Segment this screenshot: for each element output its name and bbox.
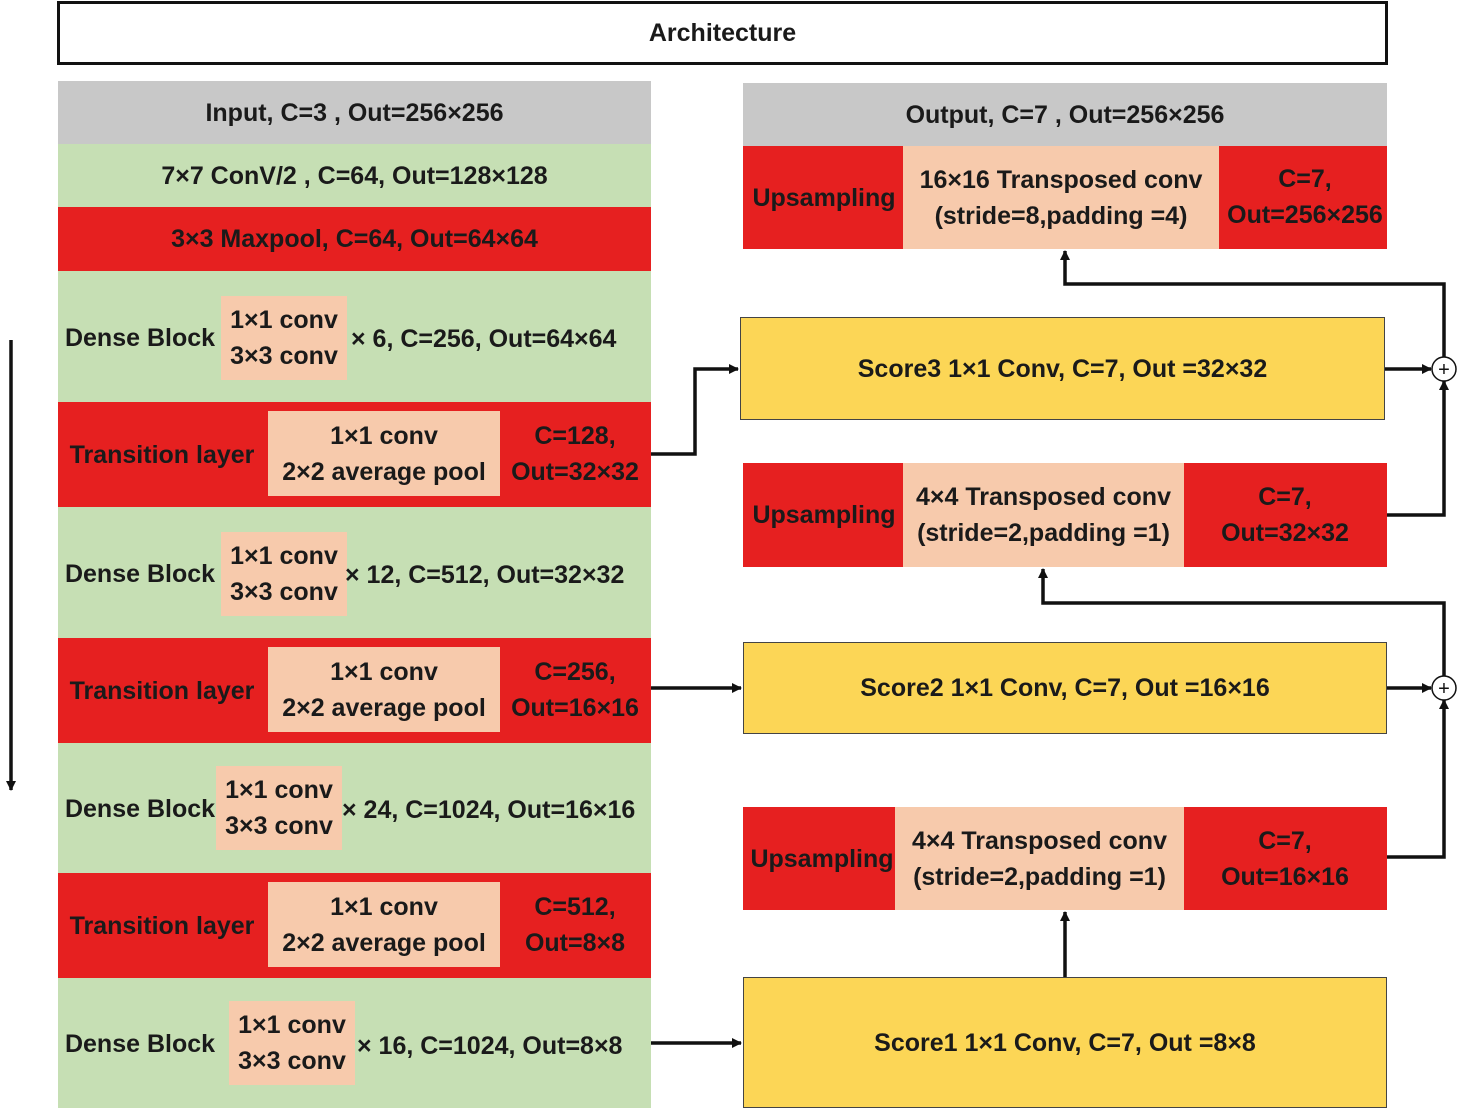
upsampling-spec: C=7, Out=256×256 (1220, 161, 1390, 233)
conv1-label: 1×1 conv (238, 1011, 346, 1039)
upsampling-channels: C=7, (1258, 483, 1312, 511)
dense-block-conv-box: 1×1 conv 3×3 conv (216, 766, 342, 850)
transition-spec: C=256, Out=16×16 (502, 654, 648, 726)
transition-channels: C=512, (534, 893, 616, 921)
dense-block-1 (58, 271, 651, 402)
upsampling-channels: C=7, (1258, 827, 1312, 855)
dense-block-3 (58, 743, 651, 873)
conv1-label: 1×1 conv (330, 657, 438, 686)
upsampling-lower-to-sum-arrow (1387, 699, 1449, 859)
transition-layer-label: Transition layer (69, 677, 255, 705)
score1-block: Score1 1×1 Conv, C=7, Out =8×8 (743, 977, 1387, 1108)
upsampling-spec: C=7, Out=16×16 (1192, 823, 1378, 895)
transposed-conv-op: 4×4 Transposed conv (912, 826, 1167, 855)
conv1-label: 1×1 conv (330, 892, 438, 921)
transposed-conv-params: (stride=2,padding =1) (917, 519, 1170, 547)
transition-spec: C=512, Out=8×8 (502, 889, 648, 961)
score2-block: Score2 1×1 Conv, C=7, Out =16×16 (743, 642, 1387, 734)
conv1-label: 1×1 conv (230, 542, 338, 570)
dense-block-spec: × 16, C=1024, Out=8×8 (357, 1032, 623, 1060)
sum3-to-upsampling-arrow (1060, 250, 1446, 357)
transition-channels: C=128, (534, 422, 616, 450)
upsampling-label: Upsampling (752, 184, 896, 212)
conv-layer: 7×7 ConV/2 , C=64, Out=128×128 (58, 144, 651, 207)
transition-layer-label: Transition layer (69, 912, 255, 940)
dense-block-2 (58, 507, 651, 638)
sum-node-upper: + (1431, 356, 1457, 382)
transition-output: Out=32×32 (511, 458, 639, 486)
dense-block-spec: × 24, C=1024, Out=16×16 (342, 796, 636, 824)
conv3-label: 3×3 conv (225, 812, 333, 840)
transposed-conv-box: 4×4 Transposed conv (stride=2,padding =1… (903, 463, 1184, 567)
output-layer: Output, C=7 , Out=256×256 (743, 83, 1387, 146)
architecture-title: Architecture (57, 1, 1388, 65)
sum2-to-upsampling-arrow (1038, 568, 1446, 676)
upsampling-label: Upsampling (750, 845, 894, 873)
transition-output: Out=8×8 (524, 929, 626, 957)
avgpool-label: 2×2 average pool (282, 928, 486, 957)
transition-channels: C=256, (534, 658, 616, 686)
conv1-label: 1×1 conv (225, 776, 333, 804)
score3-block: Score3 1×1 Conv, C=7, Out =32×32 (740, 317, 1385, 420)
conv1-label: 1×1 conv (330, 421, 438, 450)
conv3-label: 3×3 conv (230, 342, 338, 370)
transition-op-box: 1×1 conv 2×2 average pool (268, 882, 500, 967)
dense-block-label: Dense Block (64, 1030, 216, 1058)
dense-block-conv-box: 1×1 conv 3×3 conv (221, 532, 347, 616)
input-layer: Input, C=3 , Out=256×256 (58, 81, 651, 144)
sum-node-lower: + (1431, 675, 1457, 701)
trans1-to-score3-arrow (651, 364, 739, 456)
maxpool-layer: 3×3 Maxpool, C=64, Out=64×64 (58, 207, 651, 271)
transition-layer-label: Transition layer (69, 441, 255, 469)
avgpool-label: 2×2 average pool (282, 457, 486, 486)
transition-op-box: 1×1 conv 2×2 average pool (268, 647, 500, 732)
plus-icon: + (1438, 678, 1450, 700)
upsampling-output: Out=256×256 (1227, 201, 1383, 229)
transposed-conv-params: (stride=8,padding =4) (934, 201, 1188, 230)
dense-block-label: Dense Block (64, 795, 216, 823)
dense-block-conv-box: 1×1 conv 3×3 conv (221, 296, 347, 380)
transition-op-box: 1×1 conv 2×2 average pool (268, 411, 500, 496)
transposed-conv-box: 4×4 Transposed conv (stride=2,padding =1… (895, 807, 1184, 910)
transition-spec: C=128, Out=32×32 (502, 418, 648, 490)
upsampling-spec: C=7, Out=32×32 (1192, 479, 1378, 551)
dense-block-spec: × 6, C=256, Out=64×64 (351, 325, 617, 353)
transposed-conv-box: 16×16 Transposed conv (stride=8,padding … (903, 146, 1219, 249)
dense-block-spec: × 12, C=512, Out=32×32 (345, 561, 625, 589)
upsampling-middle-to-sum-arrow (1387, 380, 1449, 517)
conv3-label: 3×3 conv (238, 1047, 346, 1075)
dense-block-label: Dense Block (64, 560, 216, 588)
avgpool-label: 2×2 average pool (282, 693, 486, 722)
upsampling-output: Out=32×32 (1221, 519, 1349, 547)
conv1-label: 1×1 conv (230, 306, 338, 334)
transposed-conv-op: 4×4 Transposed conv (916, 483, 1171, 511)
transposed-conv-op: 16×16 Transposed conv (919, 165, 1203, 194)
conv3-label: 3×3 conv (230, 578, 338, 606)
dense-block-conv-box: 1×1 conv 3×3 conv (229, 1001, 355, 1085)
upsampling-label: Upsampling (752, 501, 896, 529)
upsampling-output: Out=16×16 (1221, 863, 1349, 891)
plus-icon: + (1438, 359, 1450, 381)
upsampling-channels: C=7, (1278, 165, 1332, 193)
dense-block-label: Dense Block (64, 324, 216, 352)
transposed-conv-params: (stride=2,padding =1) (913, 862, 1166, 891)
transition-output: Out=16×16 (511, 694, 639, 722)
